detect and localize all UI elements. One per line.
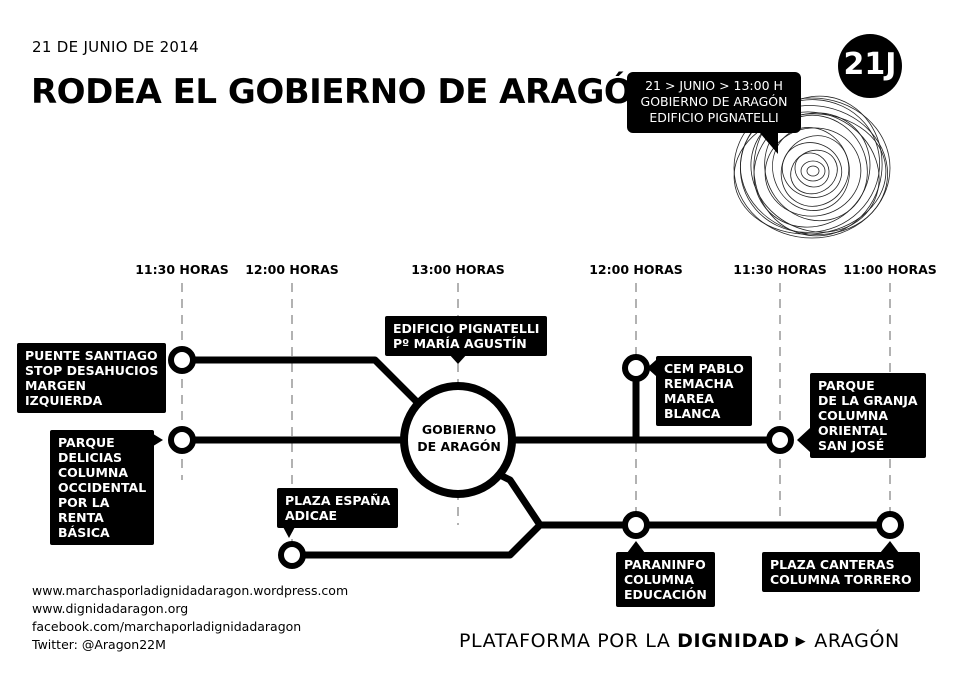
- infobox-line: GOBIERNO DE ARAGÓN: [640, 94, 788, 109]
- callout-line: COLUMNA: [624, 572, 695, 587]
- triangle-right-icon: ▶: [795, 634, 807, 649]
- link-blog[interactable]: www.marchasporladignidadaragon.wordpress…: [32, 583, 349, 598]
- callout-line: SAN JOSÉ: [818, 438, 885, 453]
- hub-gobierno: [400, 382, 516, 498]
- station-parque-granja: [766, 426, 794, 454]
- badge-circle: [838, 34, 902, 98]
- callout-plaza-canteras: PLAZA CANTERAS COLUMNA TORRERO: [762, 552, 920, 592]
- callout-line: PARQUE: [818, 378, 875, 393]
- link-facebook[interactable]: facebook.com/marchaporladignidadaragon: [32, 619, 302, 634]
- scribble-swirl-icon: [733, 95, 891, 239]
- time-label: 11:00 HORAS: [843, 262, 937, 277]
- station-puente-santiago: [168, 346, 196, 374]
- footer-part1: PLATAFORMA POR LA: [459, 630, 671, 652]
- time-label: 13:00 HORAS: [411, 262, 505, 277]
- callout-line: STOP DESAHUCIOS: [25, 363, 159, 378]
- callout-line: DELICIAS: [58, 450, 123, 465]
- station-cem-pablo: [622, 354, 650, 382]
- callout-line: MAREA: [664, 391, 714, 406]
- callout-paraninfo: PARANINFO COLUMNA EDUCACIÓN: [616, 552, 715, 607]
- infobox-line: 21 > JUNIO > 13:00 H: [645, 78, 783, 93]
- callout-line: REMACHA: [664, 376, 734, 391]
- station-parque-delicias: [168, 426, 196, 454]
- callout-puente-santiago: PUENTE SANTIAGO STOP DESAHUCIOS MARGEN I…: [17, 343, 167, 413]
- page-title: RODEA EL GOBIERNO DE ARAGÓN: [31, 72, 661, 112]
- stations: [168, 346, 904, 569]
- footer-part2: DIGNIDAD: [677, 630, 790, 652]
- callout-line: COLUMNA TORRERO: [770, 572, 912, 587]
- station-plaza-canteras: [876, 511, 904, 539]
- event-date: 21 DE JUNIO DE 2014: [32, 38, 199, 56]
- footer-platform: PLATAFORMA POR LA DIGNIDAD ▶ ARAGÓN: [459, 630, 900, 652]
- callout-pignatelli: EDIFICIO PIGNATELLI Pº MARÍA AGUSTÍN: [385, 316, 548, 356]
- contact-links: www.marchasporladignidadaragon.wordpress…: [32, 582, 348, 654]
- callout-line: PARQUE: [58, 435, 115, 450]
- event-infobox: 21 > JUNIO > 13:00 H GOBIERNO DE ARAGÓN …: [627, 72, 801, 133]
- callout-line: EDIFICIO PIGNATELLI: [393, 321, 540, 336]
- callout-line: COLUMNA: [58, 465, 129, 480]
- badge-21j: 21J: [843, 47, 897, 82]
- infobox-pointer: [760, 133, 778, 154]
- infobox-line: EDIFICIO PIGNATELLI: [649, 110, 779, 125]
- callout-parque-delicias: PARQUE DELICIAS COLUMNA OCCIDENTAL POR L…: [50, 430, 155, 545]
- callout-line: OCCIDENTAL: [58, 480, 147, 495]
- callout-cem-pablo: CEM PABLO REMACHA MAREA BLANCA: [656, 356, 752, 426]
- hub-label-line: GOBIERNO: [421, 422, 497, 437]
- callout-line: ORIENTAL: [818, 423, 888, 438]
- callout-line: CEM PABLO: [664, 361, 744, 376]
- callout-line: PUENTE SANTIAGO: [25, 348, 158, 363]
- time-label: 11:30 HORAS: [733, 262, 827, 277]
- callout-plaza-espana: PLAZA ESPAÑA ADICAE: [277, 488, 399, 528]
- time-label: 11:30 HORAS: [135, 262, 229, 277]
- time-label: 12:00 HORAS: [589, 262, 683, 277]
- link-twitter[interactable]: Twitter: @Aragon22M: [32, 637, 166, 652]
- callout-line: BÁSICA: [58, 525, 110, 540]
- hub-label: GOBIERNO DE ARAGÓN: [405, 421, 513, 455]
- station-plaza-espana: [278, 541, 306, 569]
- callout-line: ADICAE: [285, 508, 338, 523]
- hub-label-line: DE ARAGÓN: [417, 439, 501, 454]
- callout-line: BLANCA: [664, 406, 721, 421]
- link-website[interactable]: www.dignidadaragon.org: [32, 601, 189, 616]
- station-paraninfo: [622, 511, 650, 539]
- callout-line: POR LA: [58, 495, 110, 510]
- time-label: 12:00 HORAS: [245, 262, 339, 277]
- callout-line: Pº MARÍA AGUSTÍN: [393, 336, 527, 351]
- callout-parque-granja: PARQUE DE LA GRANJA COLUMNA ORIENTAL SAN…: [810, 373, 926, 458]
- callout-line: PLAZA CANTERAS: [770, 557, 895, 572]
- callout-line: RENTA: [58, 510, 104, 525]
- callout-line: IZQUIERDA: [25, 393, 103, 408]
- footer-part3: ARAGÓN: [814, 630, 900, 652]
- callout-line: MARGEN: [25, 378, 86, 393]
- callout-line: DE LA GRANJA: [818, 393, 918, 408]
- callout-line: EDUCACIÓN: [624, 587, 707, 602]
- callout-line: PARANINFO: [624, 557, 706, 572]
- callout-line: COLUMNA: [818, 408, 889, 423]
- callout-line: PLAZA ESPAÑA: [285, 493, 391, 508]
